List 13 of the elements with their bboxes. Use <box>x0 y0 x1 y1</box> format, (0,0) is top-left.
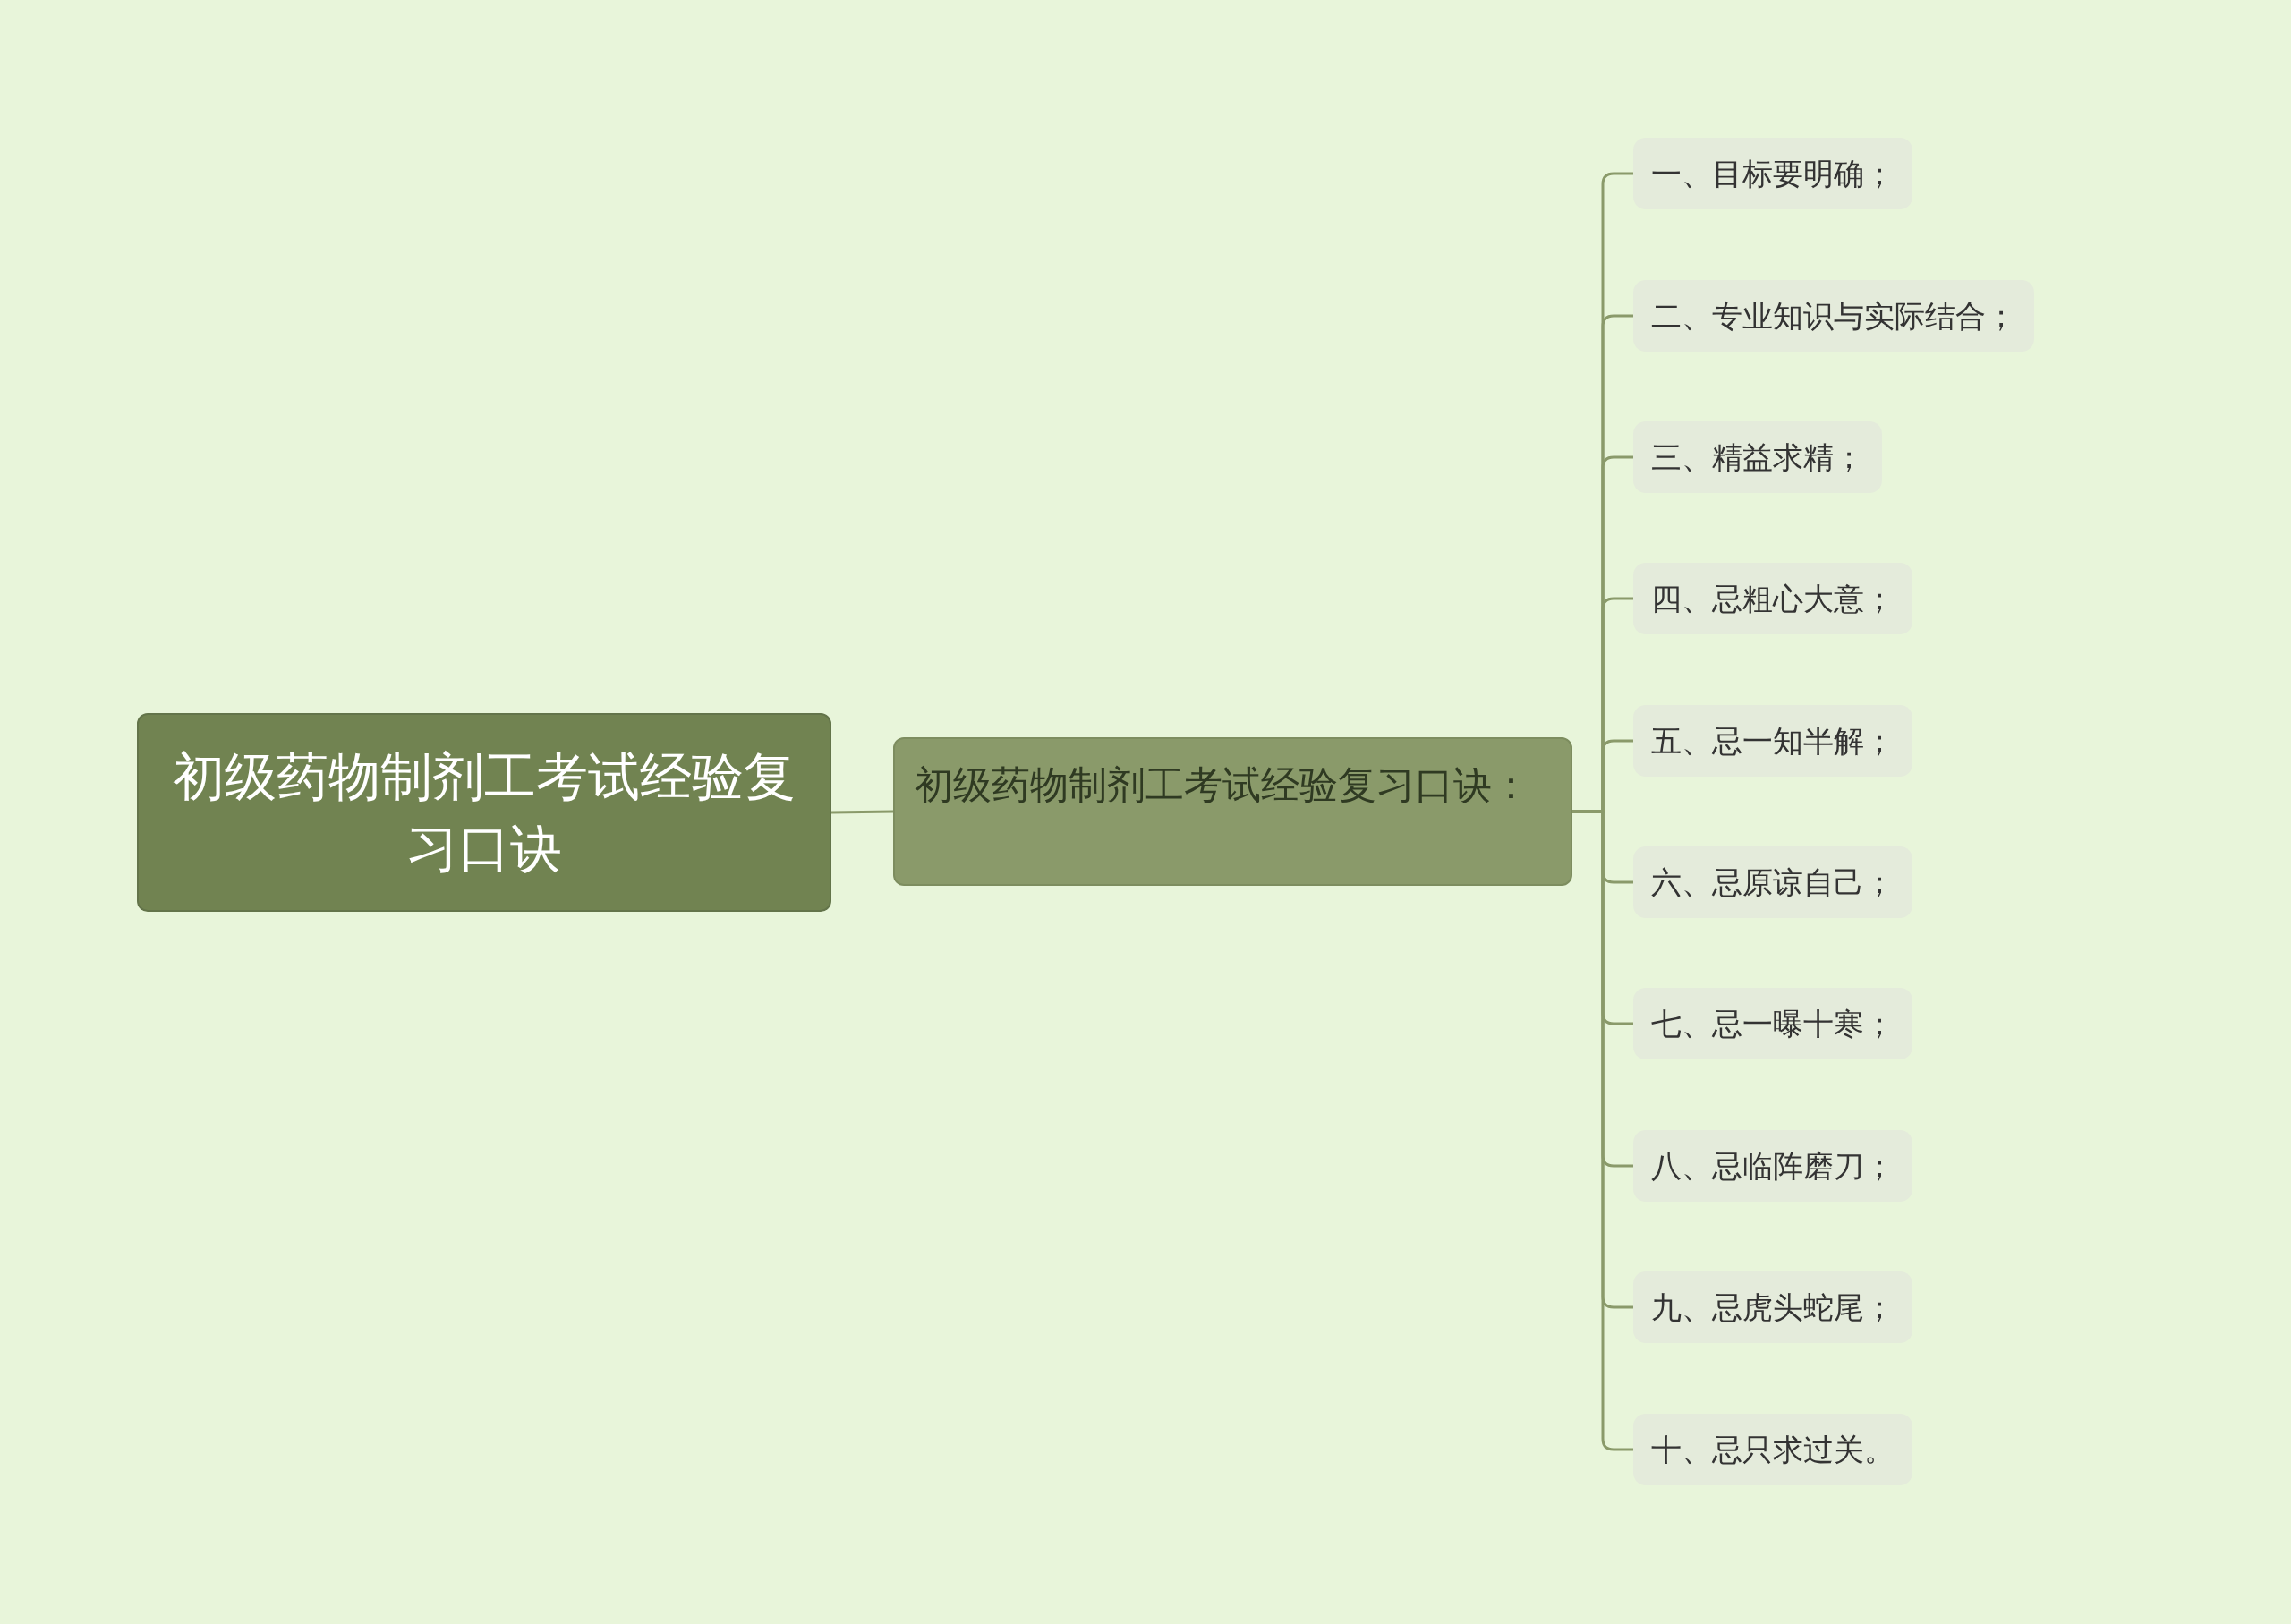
subtopic: 二、专业知识与实际结合； <box>1633 280 2034 352</box>
subtopic: 七、忌一曝十寒； <box>1633 988 1912 1059</box>
main-topic: 初级药物制剂工考试经验复习口诀： <box>893 737 1572 886</box>
subtopic: 一、目标要明确； <box>1633 138 1912 209</box>
connector <box>830 810 894 814</box>
central-topic: 初级药物制剂工考试经验复习口诀 <box>137 713 831 912</box>
subtopic: 六、忌原谅自己； <box>1633 846 1912 918</box>
subtopic: 十、忌只求过关。 <box>1633 1414 1912 1485</box>
subtopic: 四、忌粗心大意； <box>1633 563 1912 634</box>
subtopic: 五、忌一知半解； <box>1633 705 1912 777</box>
subtopic: 九、忌虎头蛇尾； <box>1633 1271 1912 1343</box>
subtopic: 三、精益求精； <box>1633 421 1882 493</box>
subtopic: 八、忌临阵磨刀； <box>1633 1130 1912 1202</box>
